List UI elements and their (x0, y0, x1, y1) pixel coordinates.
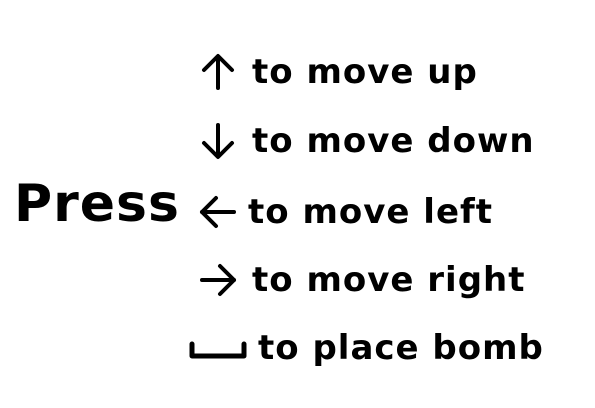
control-label-move-left: to move left (248, 192, 494, 232)
spacebar-icon (188, 326, 248, 370)
control-row-move-right: to move right (196, 258, 526, 302)
press-heading: Press (14, 174, 180, 234)
control-row-move-down: to move down (196, 119, 535, 163)
control-row-move-up: to move up (196, 50, 478, 94)
control-row-move-left: to move left (196, 190, 493, 234)
control-row-place-bomb: to place bomb (188, 326, 544, 370)
control-label-move-up: to move up (252, 52, 478, 92)
arrow-right-icon (196, 258, 240, 302)
control-label-move-down: to move down (252, 121, 535, 161)
arrow-down-icon (196, 119, 240, 163)
control-label-place-bomb: to place bomb (258, 328, 544, 368)
arrow-up-icon (196, 50, 240, 94)
control-label-move-right: to move right (252, 260, 526, 300)
arrow-left-icon (196, 190, 240, 234)
